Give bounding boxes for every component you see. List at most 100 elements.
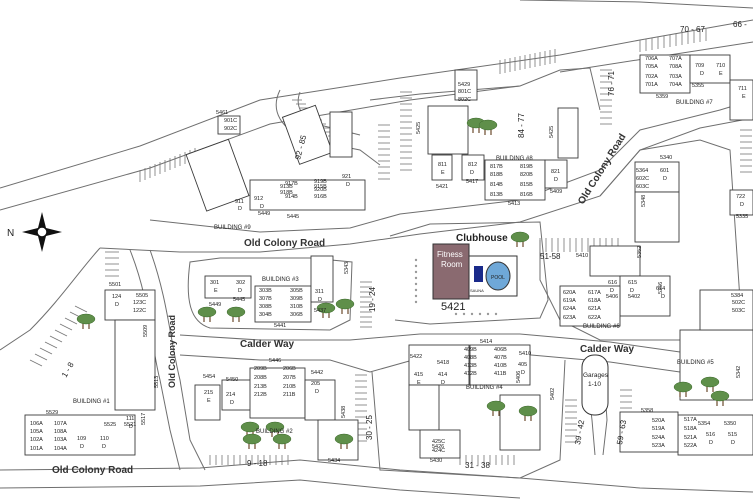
unit-u818b: 818B [490,172,503,178]
unit-type-letter: D [740,202,744,208]
unit-u414: 414 [438,372,447,378]
unit-u101a: 101A [30,446,43,452]
unit-u212b: 212B [254,392,267,398]
building-label-2[interactable]: BUILDING #2 [256,429,293,435]
address-a5410: 5410 [576,253,588,259]
unit-u302: 302 [236,280,245,286]
unit-u705a: 705A [645,64,658,70]
tree-icon [242,433,262,449]
building-label-7[interactable]: BUILDING #7 [676,100,713,106]
unit-u205: 205 [311,381,320,387]
unit-type-letter: D [470,170,474,176]
address-a5413: 5413 [508,201,520,207]
unit-u515: 515 [728,432,737,438]
unit-u620a: 620A [563,290,576,296]
unit-u916b: 916B [314,194,327,200]
address-a5442: 5442 [311,370,323,376]
address-a5359: 5359 [656,94,668,100]
address-a5418: 5418 [437,360,449,366]
unit-u409b: 409B [464,347,477,353]
unit-type-letter: E [441,170,445,176]
unit-u412b: 412B [464,371,477,377]
building-label-9[interactable]: BUILDING #9 [214,225,251,231]
unit-u821: 821 [551,169,560,175]
road-label-old-colony-right: Old Colony Road [576,132,628,207]
unit-u521a: 521A [684,435,697,441]
unit-u406b: 406B [494,347,507,353]
unit-u107a: 107A [54,421,67,427]
address-a5348: 5348 [641,195,647,207]
address-a5434: 5434 [328,458,340,464]
building-label-4[interactable]: BUILDING #4 [466,385,503,391]
road-label-calder-right: Calder Way [580,344,635,355]
address-a5521: 5521 [124,422,136,428]
address-a5429: 5429 [458,82,470,88]
address-a5409: 5409 [550,189,562,195]
address-a5335: 5335 [736,214,748,220]
unit-u407b: 407B [494,355,507,361]
unit-u405: 405 [518,362,527,368]
unit-u208b: 208B [254,375,267,381]
unit-u410b: 410B [494,363,507,369]
unit-type-letter: E [719,71,723,77]
unit-u914b: 914B [285,194,298,200]
tree-icon [673,381,693,397]
unit-u305b: 305B [290,288,303,294]
unit-u919b: 919B [314,179,327,185]
unit-u124: 124 [112,294,121,300]
fitness-room-label-2: Room [441,260,463,269]
tree-icon [518,405,538,421]
address-a5501: 5501 [109,282,121,288]
compass-rose: N [7,212,62,252]
parking-label: 1 - 8 [60,360,76,379]
unit-type-letter: D [346,182,350,188]
tree-icon [197,306,217,322]
parking-label: 66 - [733,20,747,29]
unit-type-letter: D [315,389,319,395]
address-a5454: 5454 [203,374,215,380]
unit-type-letter: D [441,380,445,386]
unit-u502c: 502C [732,300,745,306]
building-label-8[interactable]: BUILDING #8 [496,156,533,162]
parking-label: 19 - 24 [368,287,377,312]
unit-u309b: 309B [290,296,303,302]
building-label-1[interactable]: BUILDING #1 [73,399,110,405]
unit-u623a: 623A [563,315,576,321]
address-a5402: 5402 [628,294,640,300]
trees [76,117,730,449]
unit-u111: 111 [126,416,134,422]
unit-u618a: 618A [588,298,601,304]
unit-u106a: 106A [30,421,43,427]
address-a5446: 5446 [269,358,281,364]
address-a5352: 5352 [637,246,643,258]
address-a5342: 5342 [736,366,742,378]
tree-icon [76,313,96,329]
tree-icon [710,390,730,406]
unit-u310b: 310B [290,304,303,310]
unit-u812: 812 [468,162,477,168]
unit-u703a: 703A [669,74,682,80]
buildings [24,54,753,461]
building-label-6[interactable]: BUILDING #6 [583,324,620,330]
parking-label: 76 - 71 [607,71,616,96]
clubhouse-title: Clubhouse [456,233,508,244]
unit-u311: 311 [315,289,324,295]
building-label-3[interactable]: BUILDING #3 [262,277,299,283]
unit-u306b: 306B [290,312,303,318]
address-a5350: 5350 [724,421,736,427]
address-a5417: 5417 [466,179,478,185]
tree-icon [226,306,246,322]
unit-u303b: 303B [259,288,272,294]
address-a5355: 5355 [692,83,704,89]
address-a5450: 5450 [226,377,238,383]
address-a5513: 5513 [154,376,160,388]
clubhouse[interactable]: Clubhouse Fitness Room SAUNA POOL 5421 [414,233,518,316]
clubhouse-number: 5421 [441,301,465,313]
unit-u820b: 820B [520,172,533,178]
unit-u307b: 307B [259,296,272,302]
unit-u103a: 103A [54,437,67,443]
building-label-5[interactable]: BUILDING #5 [677,360,714,366]
garages[interactable]: Garages 1-10 [581,354,609,416]
tree-icon [700,376,720,392]
